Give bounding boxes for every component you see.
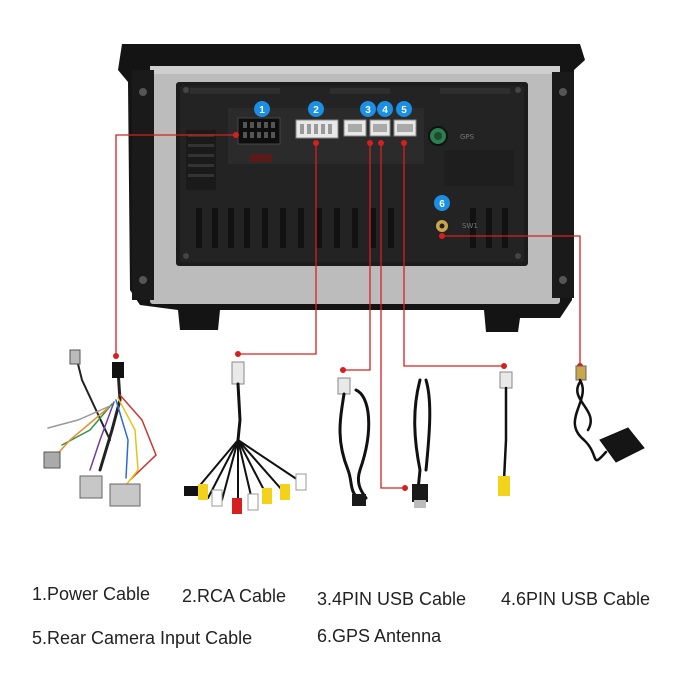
leader-line-6 [442,235,581,366]
head-unit [118,44,585,332]
bottom-vents [196,208,508,248]
camera-connector [393,119,417,137]
leader-dots [113,132,583,491]
leader-line-3 [343,143,371,371]
caption-power-cable: 1.Power Cable [32,584,151,604]
rca-connector [295,119,339,139]
svg-text:5: 5 [401,105,407,116]
gps-antenna-port: SW1 [434,218,478,234]
leader-line-4 [380,143,405,489]
leader-lines [115,134,581,489]
green-port: GPS [428,126,475,146]
usb-4pin-connector [343,119,367,137]
svg-text:4: 4 [382,105,388,116]
badge-6: 6 [434,195,450,211]
caption-6pin-usb-cable: 4.6PIN USB Cable [501,589,651,609]
badge-3: 3 [360,101,376,117]
svg-text:6: 6 [439,199,445,210]
badge-2: 2 [308,101,324,117]
camera-cable-illustration [498,371,513,496]
gps-antenna-illustration [573,365,645,463]
left-bracket [132,70,154,300]
power-cable-illustration [43,349,157,507]
caption-rear-camera-cable: 5.Rear Camera Input Cable [32,628,253,648]
svg-text:3: 3 [365,105,371,116]
right-bracket [552,72,574,298]
gps-port-label: GPS [460,133,475,141]
leader-line-2 [238,143,317,355]
svg-text:2: 2 [313,105,319,116]
leader-line-1 [115,134,236,356]
badge-4: 4 [377,101,393,117]
badge-5: 5 [396,101,412,117]
caption-gps-antenna: 6.GPS Antenna [317,626,442,646]
rca-cable-illustration [184,361,307,514]
usb-4pin-cable-illustration [337,377,371,506]
leader-line-5 [403,143,504,367]
power-connector [237,117,281,162]
usb-6pin-connector [369,119,391,137]
caption-4pin-usb-cable: 3.4PIN USB Cable [317,589,467,609]
caption-rca-cable: 2.RCA Cable [182,586,287,606]
badge-1: 1 [254,101,270,117]
connector-small-label: SW1 [462,222,478,230]
heat-fins-left [186,130,216,190]
usb-6pin-cable-illustration [412,378,432,508]
svg-text:1: 1 [259,105,265,116]
